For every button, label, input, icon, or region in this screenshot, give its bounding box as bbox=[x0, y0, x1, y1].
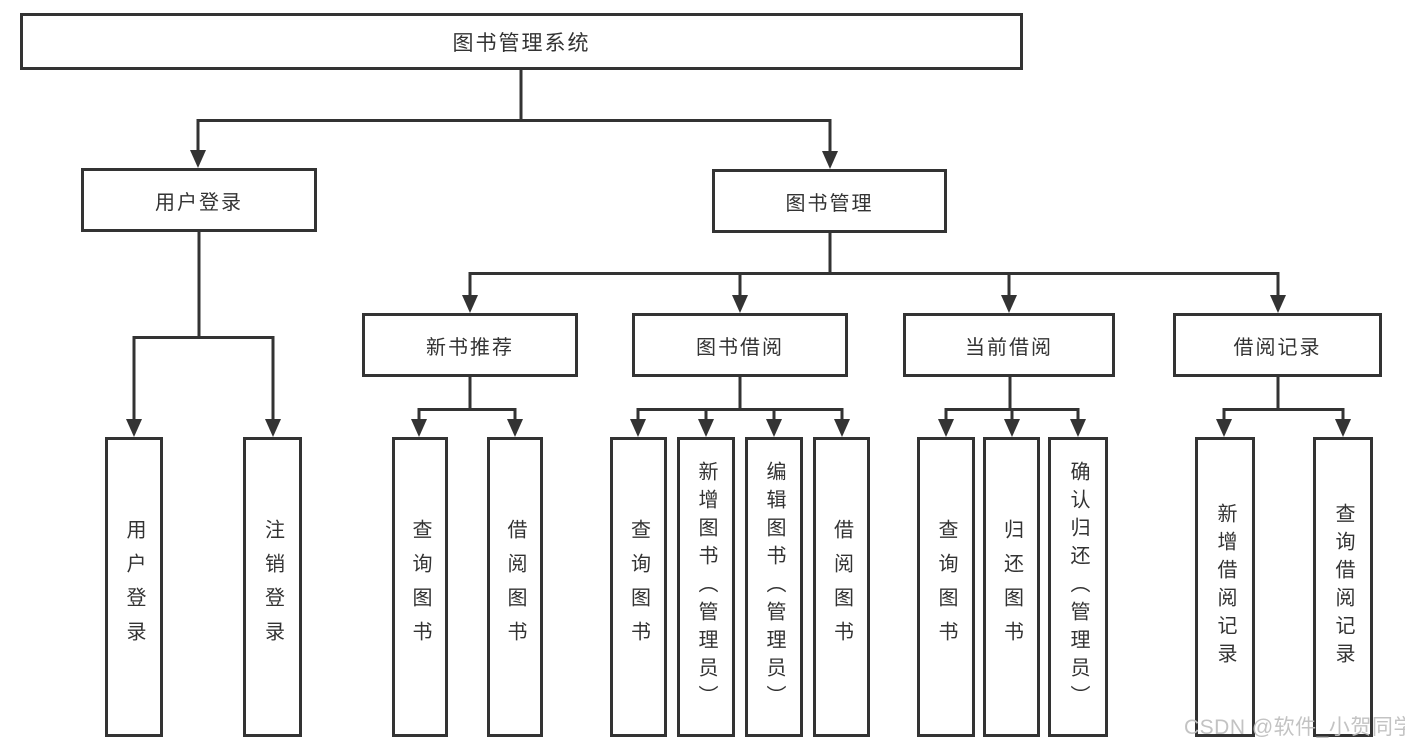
leaf-borrow-books-recommend: 借阅图书 bbox=[487, 437, 543, 737]
node-book-borrowing: 图书借阅 bbox=[632, 313, 848, 377]
leaf-label: 确认归还（管理员） bbox=[1067, 461, 1089, 713]
node-current-borrowing: 当前借阅 bbox=[903, 313, 1115, 377]
leaf-label: 编辑图书（管理员） bbox=[763, 461, 785, 713]
node-book-management: 图书管理 bbox=[712, 169, 947, 233]
node-label: 新书推荐 bbox=[426, 336, 514, 359]
leaf-return-books: 归还图书 bbox=[983, 437, 1040, 737]
node-label: 图书借阅 bbox=[696, 336, 784, 359]
leaf-label: 注销登录 bbox=[261, 519, 284, 655]
node-label: 用户登录 bbox=[155, 191, 243, 214]
leaf-query-books-recommend: 查询图书 bbox=[392, 437, 448, 737]
leaf-label: 查询借阅记录 bbox=[1332, 503, 1354, 671]
node-label: 图书管理 bbox=[785, 192, 874, 215]
edge-bookmgmt-to-level3 bbox=[462, 233, 1286, 313]
edge-root-to-level2 bbox=[190, 70, 838, 169]
leaf-label: 查询图书 bbox=[409, 519, 431, 655]
leaf-label: 新增借阅记录 bbox=[1214, 503, 1236, 671]
leaf-query-borrow-record: 查询借阅记录 bbox=[1313, 437, 1373, 737]
node-library-management-system: 图书管理系统 bbox=[20, 13, 1023, 70]
edge-userlogin-to-leaves bbox=[126, 232, 281, 437]
leaf-user-login: 用户登录 bbox=[105, 437, 163, 737]
leaf-add-books-admin: 新增图书（管理员） bbox=[677, 437, 735, 737]
node-label: 图书管理系统 bbox=[452, 31, 591, 55]
leaf-label: 用户登录 bbox=[123, 519, 145, 655]
leaf-label: 借阅图书 bbox=[830, 519, 853, 655]
leaf-query-books-borrow: 查询图书 bbox=[610, 437, 667, 737]
node-new-book-recommendation: 新书推荐 bbox=[362, 313, 578, 377]
leaf-borrow-books: 借阅图书 bbox=[813, 437, 870, 737]
edge-bookborrow-to-leaves bbox=[630, 377, 850, 437]
leaf-logout: 注销登录 bbox=[243, 437, 302, 737]
edge-currentborrow-to-leaves bbox=[938, 377, 1086, 437]
edge-borrowrecords-to-leaves bbox=[1216, 377, 1351, 437]
leaf-query-books-current: 查询图书 bbox=[917, 437, 975, 737]
node-label: 借阅记录 bbox=[1233, 336, 1322, 359]
leaf-label: 查询图书 bbox=[935, 519, 957, 655]
leaf-add-borrow-record: 新增借阅记录 bbox=[1195, 437, 1255, 737]
leaf-label: 查询图书 bbox=[627, 519, 650, 655]
leaf-label: 归还图书 bbox=[1000, 519, 1023, 655]
node-user-login: 用户登录 bbox=[81, 168, 317, 232]
csdn-watermark: CSDN @软件_小贺同学 bbox=[1184, 716, 1405, 739]
leaf-confirm-return-admin: 确认归还（管理员） bbox=[1048, 437, 1108, 737]
leaf-label: 借阅图书 bbox=[504, 519, 526, 655]
node-borrowing-records: 借阅记录 bbox=[1173, 313, 1382, 377]
node-label: 当前借阅 bbox=[965, 336, 1053, 359]
leaf-edit-books-admin: 编辑图书（管理员） bbox=[745, 437, 803, 737]
edge-newbooks-to-leaves bbox=[411, 377, 523, 437]
leaf-label: 新增图书（管理员） bbox=[695, 461, 717, 713]
